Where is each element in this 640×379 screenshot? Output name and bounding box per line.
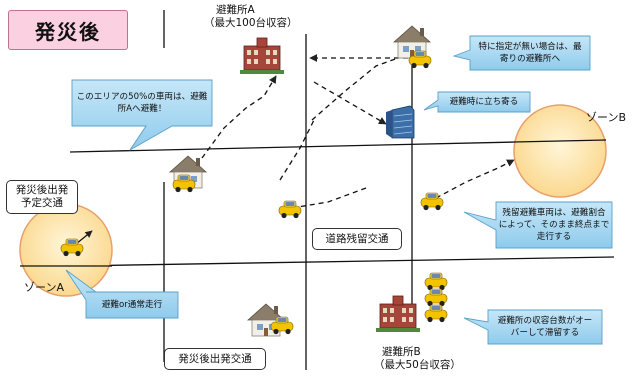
- road-horizontal-lower: [69, 256, 615, 267]
- shelter-b-name: 避難所B: [382, 346, 421, 358]
- callout-nearest-line-1: 特に指定が無い場合は、最: [478, 42, 582, 52]
- flow-house-to-shelter-a: [201, 75, 277, 159]
- callout-area-ratio-line-1: このエリアの50%の車両は、避難: [76, 92, 208, 102]
- callout-normal: 避難or通常走行: [101, 300, 163, 310]
- taxi-car-icon: [278, 200, 302, 219]
- callout-nearest: 特に指定が無い場合は、最 寄りの避難所へ: [472, 38, 588, 68]
- zone-b-circle: [513, 104, 607, 198]
- shelter-building-icon: [376, 295, 420, 332]
- callout-remaining-line-2: によって、そのまま終点まで: [498, 220, 610, 230]
- taxi-car-icon: [424, 272, 448, 291]
- planned-traffic-line-2: 予定交通: [21, 197, 63, 209]
- flow-to-zone-b: [435, 159, 515, 199]
- shelter-b-capacity: （最大50台収容）: [374, 359, 461, 371]
- flow-to-office: [313, 81, 387, 125]
- taxi-car-icon: [424, 304, 448, 323]
- callout-overflow: 避難所の収容台数がオー バーして滞留する: [490, 312, 600, 342]
- callout-remaining: 残留避難車両は、避難割合 によって、そのまま終点まで 走行する: [498, 204, 610, 246]
- callout-overflow-line-2: バーして滞留する: [510, 328, 580, 338]
- page-title: 発災後: [8, 10, 128, 50]
- callout-remaining-line-1: 残留避難車両は、避難割合: [502, 208, 606, 218]
- callout-remaining-line-3: 走行する: [536, 232, 572, 242]
- callout-area-ratio-line-2: 所Aへ避難！: [117, 104, 167, 114]
- evacuation-flows: [201, 54, 515, 209]
- callout-overflow-shape: [463, 309, 603, 345]
- callout-area-ratio: このエリアの50%の車両は、避難 所Aへ避難！: [74, 84, 210, 122]
- shelter-a-name: 避難所A: [216, 4, 255, 16]
- callout-stopover: 避難時に立ち寄る: [449, 97, 519, 107]
- callout-area-ratio-shape: [71, 79, 213, 151]
- planned-traffic-box: 発災後出発 予定交通: [6, 180, 78, 214]
- departure-traffic-box: 発災後出発交通: [164, 348, 266, 370]
- callout-overflow-line-1: 避難所の収容台数がオー: [497, 316, 593, 326]
- office-building-icon: [386, 105, 415, 139]
- flow-toward-nearest: [311, 57, 399, 121]
- flow-road-lower: [291, 187, 367, 209]
- flow-road-up: [279, 119, 315, 181]
- callout-nearest-shape: [452, 35, 591, 71]
- callout-stopover-shape: [423, 91, 531, 113]
- callout-normal-shape: [65, 269, 179, 319]
- planned-traffic-line-1: 発災後出発: [15, 184, 69, 196]
- zone-b-label: ゾーンB: [586, 111, 626, 124]
- taxi-car-icon: [424, 288, 448, 307]
- roads: [69, 10, 615, 370]
- road-remaining-box: 道路残留交通: [312, 228, 402, 250]
- shelter-a-capacity: （最大100台収容）: [204, 17, 298, 29]
- callout-nearest-line-2: 寄りの避難所へ: [499, 54, 561, 64]
- callouts: [65, 35, 613, 345]
- callout-remaining-shape: [463, 201, 613, 249]
- zone-a-label: ゾーンA: [24, 281, 64, 294]
- shelter-building-icon: [240, 37, 284, 74]
